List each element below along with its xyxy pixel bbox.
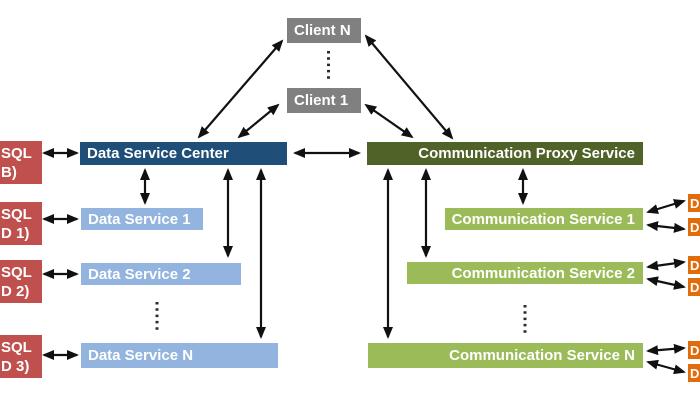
node-sql-db-2: SQL D 1) (0, 202, 42, 245)
client-1-label: Client 1 (294, 92, 349, 109)
data-service-2-label: Data Service 2 (88, 265, 191, 283)
node-client-n: Client N (287, 18, 361, 43)
sql-db-4-line2: D 3) (1, 357, 30, 375)
arrow-csn-db6 (646, 359, 686, 375)
node-communication-proxy-service: Communication Proxy Service (367, 142, 643, 165)
communication-service-n-label: Communication Service N (449, 347, 635, 364)
db-1-label: D (690, 195, 700, 211)
sql-db-4-line1: SQL (1, 338, 32, 356)
data-service-n-label: Data Service N (88, 347, 194, 364)
sql-db-1-line1: SQL (1, 144, 32, 162)
client-n-label: Client N (294, 22, 351, 39)
db-5-label: D (690, 342, 700, 358)
arrow-cs2-db4 (646, 276, 686, 290)
communication-proxy-service-label: Communication Proxy Service (418, 145, 635, 162)
arrow-client-n-cps (364, 34, 454, 140)
db-4-label: D (690, 279, 700, 295)
data-service-1-label: Data Service 1 (88, 210, 191, 228)
node-db-6: D (688, 364, 700, 382)
arrow-cs1-db1 (646, 199, 686, 214)
node-client-1: Client 1 (287, 88, 361, 113)
node-communication-service-1: Communication Service 1 (445, 208, 643, 230)
sql-db-3-line2: D 2) (1, 282, 30, 300)
node-communication-service-n: Communication Service N (368, 343, 643, 368)
node-sql-db-4: SQL D 3) (0, 335, 42, 378)
node-db-2: D (688, 218, 700, 236)
arrow-dsc-client-1 (237, 103, 280, 139)
db-2-label: D (690, 219, 700, 235)
sql-db-3-line1: SQL (1, 263, 32, 281)
sql-db-1-line2: B) (1, 163, 17, 181)
node-data-service-n: Data Service N (81, 343, 278, 368)
communication-service-1-label: Communication Service 1 (451, 210, 635, 228)
node-db-4: D (688, 278, 700, 296)
arrow-dsc-client-n (197, 39, 284, 139)
node-db-1: D (688, 194, 700, 212)
data-service-center-label: Data Service Center (87, 145, 229, 162)
node-data-service-2: Data Service 2 (81, 263, 241, 285)
node-db-5: D (688, 341, 700, 359)
node-db-3: D (688, 256, 700, 274)
node-communication-service-2: Communication Service 2 (407, 262, 643, 284)
arrow-cs2-db3 (646, 258, 686, 271)
arrow-client-1-cps (364, 103, 414, 139)
node-sql-db-1: SQL B) (0, 141, 42, 184)
node-sql-db-3: SQL D 2) (0, 260, 42, 303)
sql-db-2-line2: D 1) (1, 224, 30, 242)
node-data-service-center: Data Service Center (80, 142, 287, 165)
arrow-cs1-db2 (646, 221, 686, 233)
sql-db-2-line1: SQL (1, 205, 32, 223)
db-6-label: D (690, 365, 700, 381)
node-data-service-1: Data Service 1 (81, 208, 203, 230)
arrow-csn-db5 (646, 343, 686, 356)
communication-service-2-label: Communication Service 2 (451, 264, 635, 282)
db-3-label: D (690, 257, 700, 273)
